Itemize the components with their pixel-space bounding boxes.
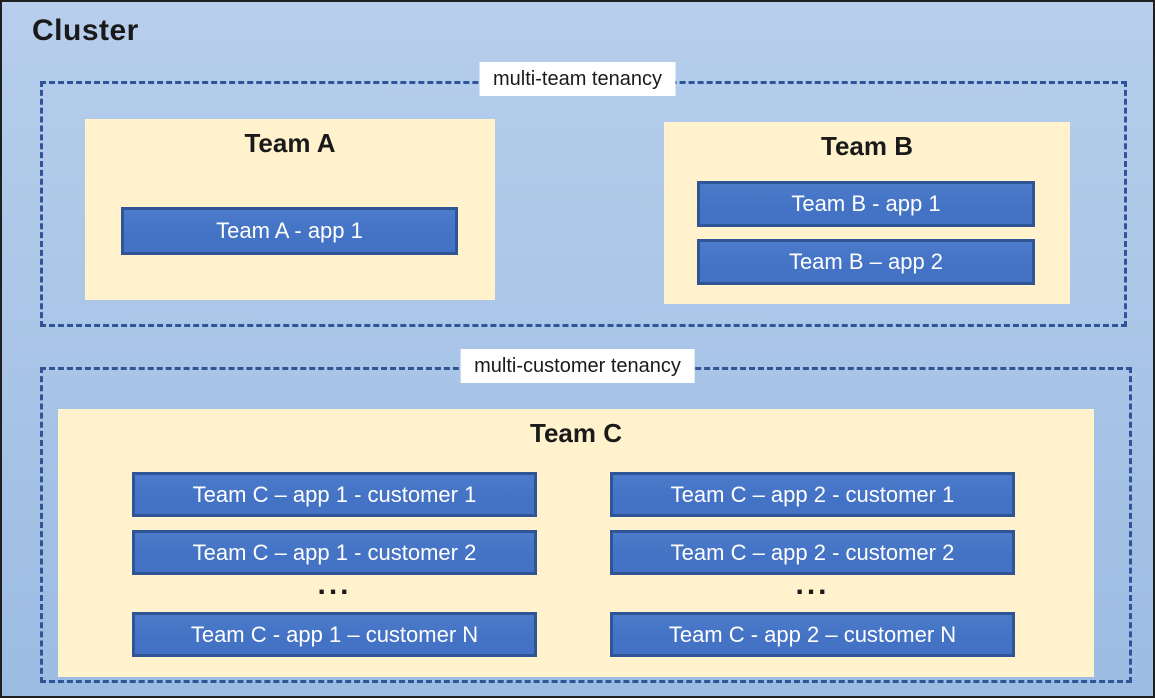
multi-customer-tenancy-label: multi-customer tenancy: [460, 349, 695, 383]
team-c-app1-customerN-box: Team C - app 1 – customer N: [132, 612, 537, 657]
multi-team-tenancy-label: multi-team tenancy: [479, 62, 676, 96]
team-c-app2-customerN-box: Team C - app 2 – customer N: [610, 612, 1015, 657]
cluster-title: Cluster: [32, 14, 139, 47]
team-c-app2-customer2-box: Team C – app 2 - customer 2: [610, 530, 1015, 575]
team-a-title: Team A: [244, 128, 336, 158]
team-b-title: Team B: [821, 131, 913, 161]
team-c-app2-customer1-box: Team C – app 2 - customer 1: [610, 472, 1015, 517]
team-c-app1-customer1-box: Team C – app 1 - customer 1: [132, 472, 537, 517]
team-a-app-1-box: Team A - app 1: [121, 207, 458, 255]
team-c-title: Team C: [530, 418, 622, 448]
team-c-app1-customer2-box: Team C – app 1 - customer 2: [132, 530, 537, 575]
team-c-app1-ellipsis: ...: [317, 568, 352, 601]
team-b-app-1-box: Team B - app 1: [697, 181, 1035, 227]
team-c-app2-ellipsis: ...: [795, 568, 830, 601]
team-b-app-2-box: Team B – app 2: [697, 239, 1035, 285]
